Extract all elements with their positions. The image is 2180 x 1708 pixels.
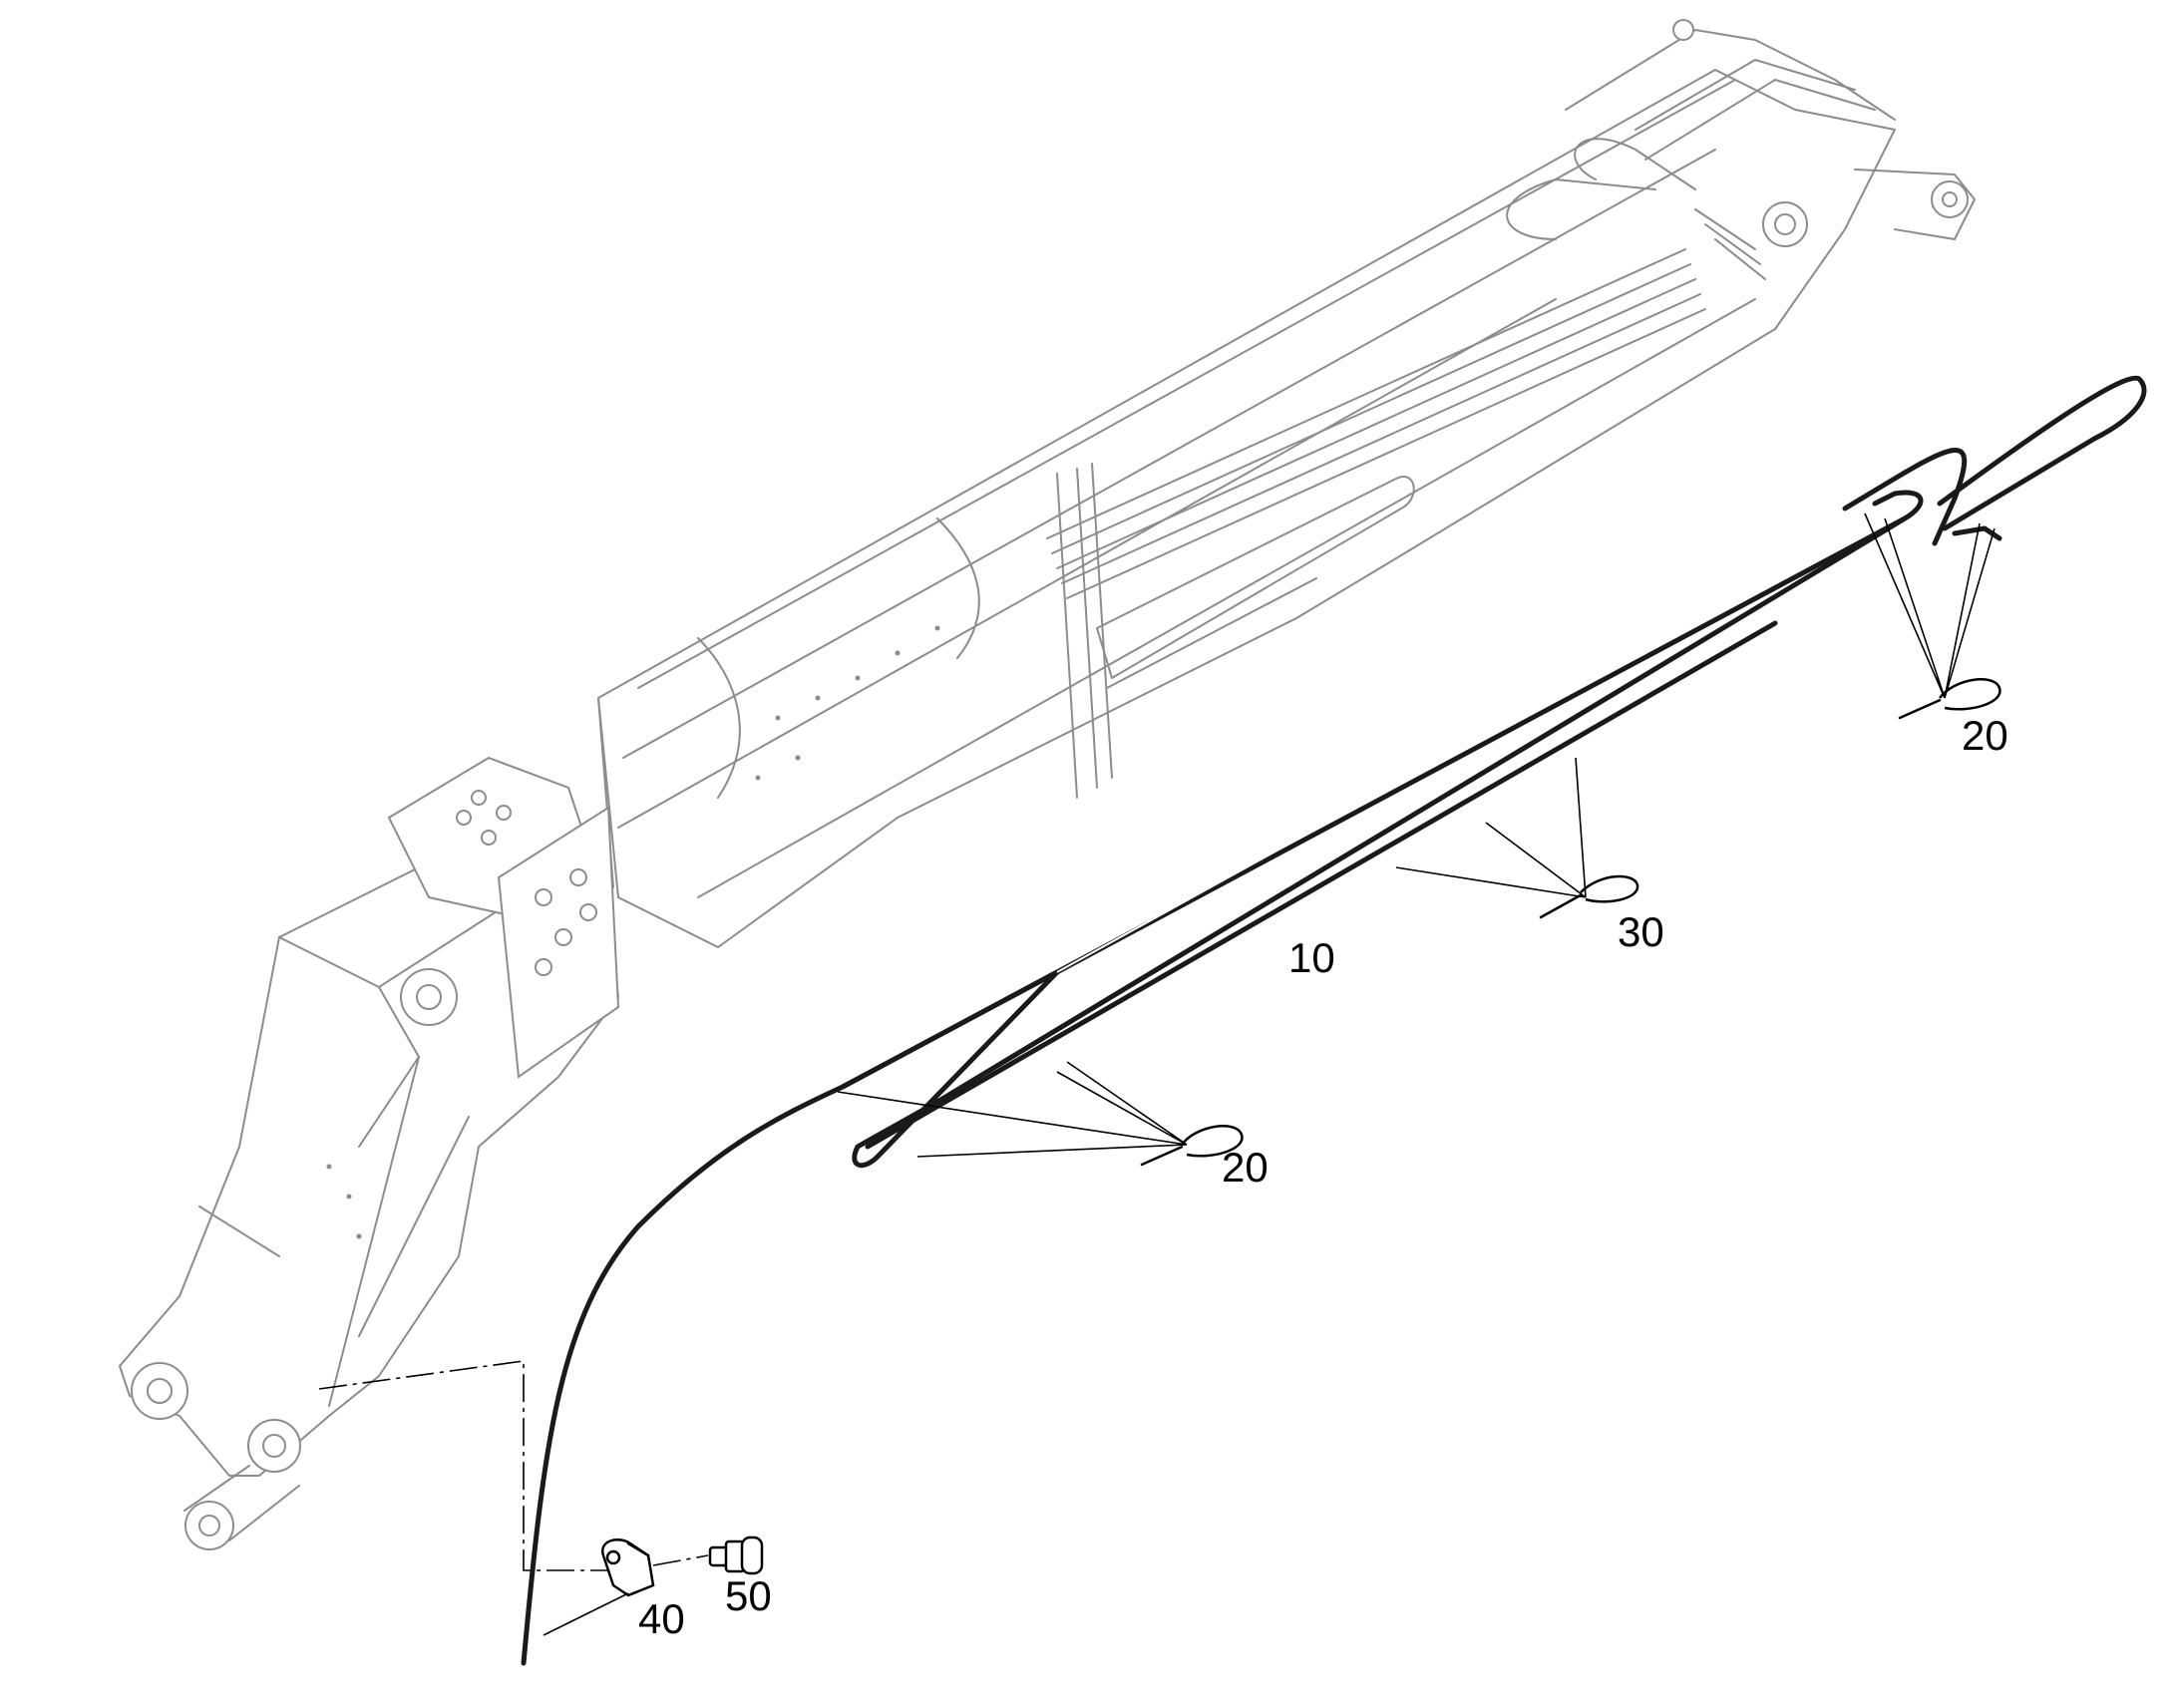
callout-cable-10: 10 (1288, 934, 1335, 981)
cable-tie-lower (1140, 1125, 1244, 1167)
callout-labels: 10 20 20 30 40 50 (638, 712, 2008, 1642)
leader-lines (543, 512, 1996, 1636)
callout-cable-tie-20-upper: 20 (1962, 712, 2008, 759)
callout-clamp-40: 40 (638, 1595, 685, 1642)
cable-tie-upper (1898, 678, 2001, 720)
cable-10 (521, 375, 2147, 1666)
crane-boom (119, 19, 1976, 1550)
clamp-40 (600, 1538, 655, 1597)
callout-clip-30: 30 (1618, 908, 1664, 955)
callout-fitting-50: 50 (725, 1572, 772, 1619)
callout-cable-tie-20-lower: 20 (1222, 1144, 1269, 1191)
assembly-line (318, 1360, 709, 1571)
fitting-50 (708, 1536, 764, 1575)
